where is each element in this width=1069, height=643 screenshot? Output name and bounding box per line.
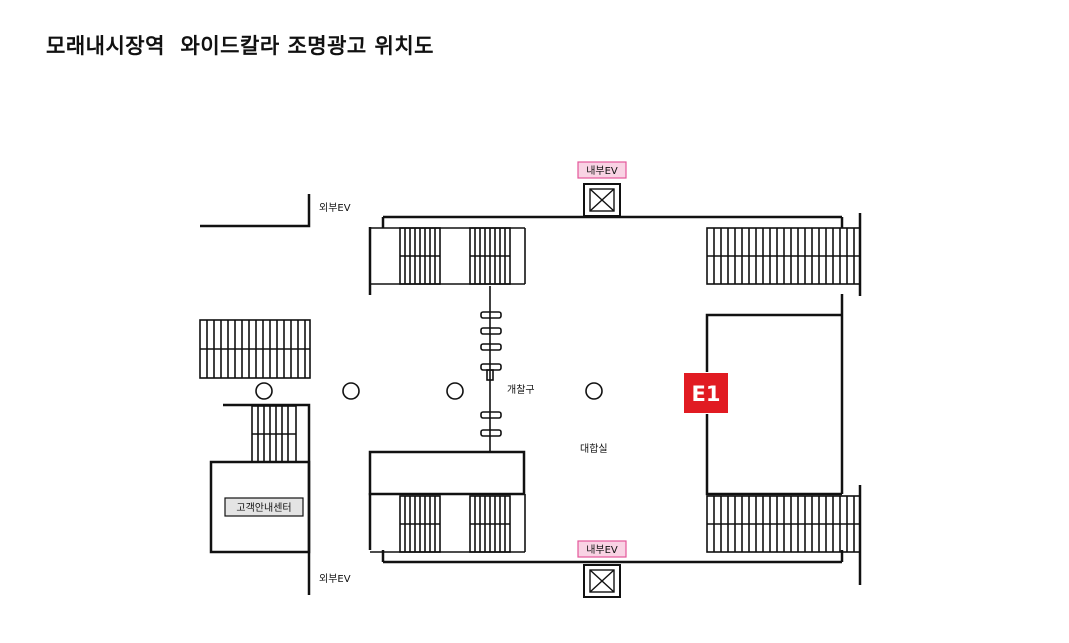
stairs-bottom-left [370, 494, 526, 553]
concourse-label: 대합실 [580, 443, 608, 455]
outer-ev-bottom-label: 외부EV [319, 573, 351, 585]
customer-center-room [209, 460, 311, 554]
elevator-icon [583, 183, 621, 217]
ad-marker-label: E1 [692, 382, 721, 406]
ticket-gates [480, 286, 502, 452]
ad-marker-e1[interactable]: E1 [684, 373, 728, 413]
pillar-icon [255, 382, 273, 400]
stairs-top-left [370, 227, 526, 285]
inner-ev-top: 내부EV [577, 161, 627, 217]
inner-ev-bottom-badge [577, 540, 627, 558]
stairs-left [199, 319, 311, 379]
inner-ev-bottom-label: 내부EV [586, 544, 618, 556]
wall-right-room-bottom [705, 414, 842, 496]
inner-ev-bottom: 내부EV [577, 540, 627, 598]
elevator-icon [583, 564, 621, 598]
page-title: 모래내시장역 와이드칼라 조명광고 위치도 [46, 34, 435, 58]
pillar-icon [342, 382, 360, 400]
wall-right-room-top [705, 313, 842, 372]
pillar-icon [585, 382, 603, 400]
room-lower-left-block [368, 450, 526, 496]
wall-top-left [200, 194, 311, 228]
stairs-left-lower [251, 405, 297, 463]
pillar-icon [446, 382, 464, 400]
outer-ev-top-label: 외부EV [319, 202, 351, 214]
inner-ev-top-label: 내부EV [586, 165, 618, 177]
stairs-bottom-right [706, 495, 861, 553]
customer-center: 고객안내센터 [209, 460, 311, 554]
customer-center-sign [224, 497, 304, 517]
customer-center-label: 고객안내센터 [236, 502, 291, 514]
pillars [255, 382, 603, 400]
stairs-top-right [706, 227, 861, 285]
inner-ev-top-badge [577, 161, 627, 179]
gate-label: 개찰구 [507, 384, 535, 396]
ad-marker-box[interactable] [684, 373, 728, 413]
